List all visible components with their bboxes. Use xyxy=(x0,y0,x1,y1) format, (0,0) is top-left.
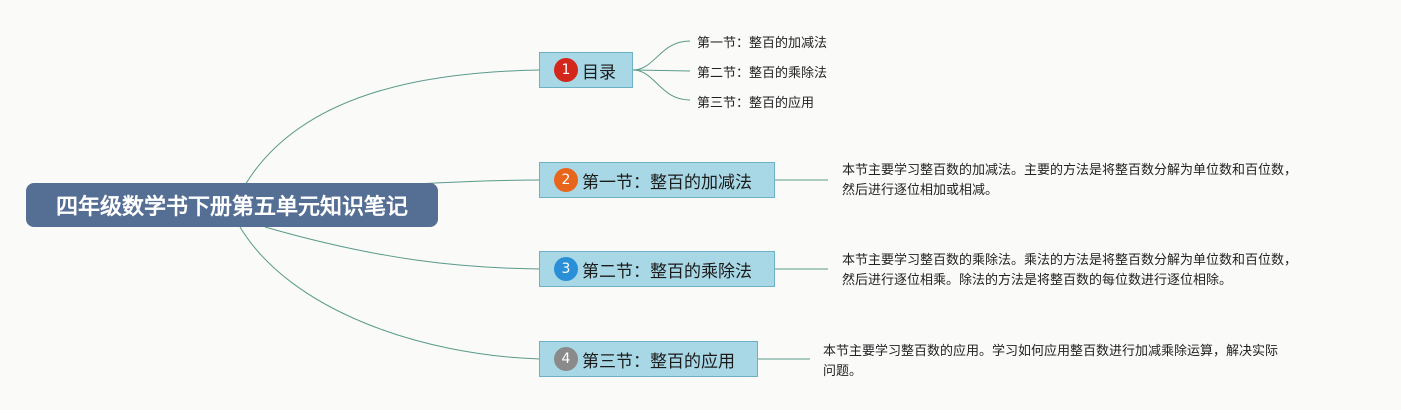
note-line: 然后进行逐位相乘。除法的方法是将整百数的每位数进行逐位相除。 xyxy=(842,273,1233,288)
branch-section-2[interactable]: 3 第二节：整百的乘除法 xyxy=(539,251,775,287)
number-badge: 4 xyxy=(554,347,578,371)
branch-label: 第三节：整百的应用 xyxy=(582,351,735,372)
branch-label: 第二节：整百的乘除法 xyxy=(582,261,752,282)
toc-item-2[interactable]: 第二节：整百的乘除法 xyxy=(697,66,828,81)
connector-toc-child-3 xyxy=(632,69,691,101)
section-3-note: 本节主要学习整百数的应用。学习如何应用整百数进行加减乘除运算，解决实际 问题。 xyxy=(823,342,1278,382)
branch-section-1[interactable]: 2 第一节：整百的加减法 xyxy=(539,162,775,198)
note-line: 本节主要学习整百数的乘除法。乘法的方法是将整百数分解为单位数和百位数， xyxy=(842,253,1298,268)
toc-item-3[interactable]: 第三节：整百的应用 xyxy=(697,96,815,111)
section-1-note: 本节主要学习整百数的加减法。主要的方法是将整百数分解为单位数和百位数， 然后进行… xyxy=(842,161,1297,201)
number-badge: 3 xyxy=(554,257,578,281)
number-badge: 1 xyxy=(554,58,578,82)
connector-root-branch-4 xyxy=(239,226,541,360)
section-2-note: 本节主要学习整百数的乘除法。乘法的方法是将整百数分解为单位数和百位数， 然后进行… xyxy=(842,251,1297,291)
number-badge: 2 xyxy=(554,168,578,192)
note-line: 本节主要学习整百数的应用。学习如何应用整百数进行加减乘除运算，解决实际 xyxy=(823,344,1279,359)
connector-root-branch-1 xyxy=(244,69,541,186)
note-line: 然后进行逐位相加或相减。 xyxy=(842,183,999,198)
root-node[interactable]: 四年级数学书下册第五单元知识笔记 xyxy=(26,183,438,227)
branch-label: 第一节：整百的加减法 xyxy=(582,172,752,193)
connector-toc-child-2 xyxy=(632,69,691,72)
branch-label: 目录 xyxy=(582,62,616,83)
branch-section-3[interactable]: 4 第三节：整百的应用 xyxy=(539,341,758,377)
branch-toc[interactable]: 1 目录 xyxy=(539,52,633,88)
note-line: 问题。 xyxy=(823,364,863,379)
toc-item-1[interactable]: 第一节：整百的加减法 xyxy=(697,36,828,51)
root-title: 四年级数学书下册第五单元知识笔记 xyxy=(55,195,408,220)
connector-toc-child-1 xyxy=(632,40,691,71)
note-line: 本节主要学习整百数的加减法。主要的方法是将整百数分解为单位数和百位数， xyxy=(842,163,1298,178)
connector-root-branch-3 xyxy=(264,226,541,270)
